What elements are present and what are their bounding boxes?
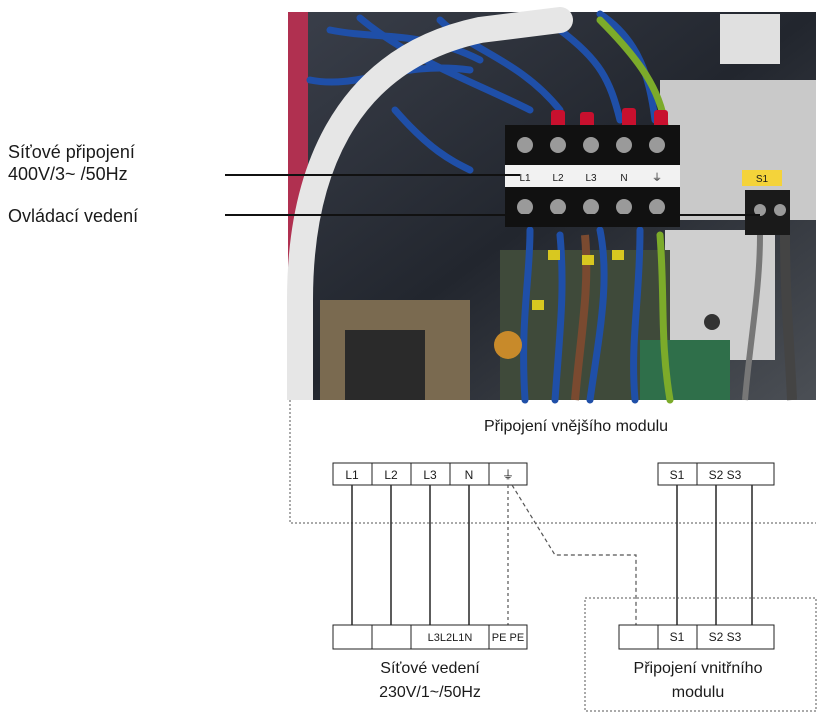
- indoor-caption-line1: Připojení vnitřního: [634, 660, 763, 677]
- photo-terminal-label: N: [620, 173, 627, 184]
- signal-wires: [676, 485, 753, 625]
- terminal-l2: L2: [384, 468, 398, 482]
- control-line-label: Ovládací vedení: [8, 206, 139, 226]
- indoor-caption-line2: modulu: [672, 684, 724, 701]
- terminal-l3: L3: [423, 468, 437, 482]
- indoor-terminals: S1 S2 S3: [618, 624, 775, 650]
- ground-icon: ⏚: [502, 468, 514, 482]
- mains-terminal-pe: PE PE: [492, 632, 524, 644]
- mains-connection-label-line1: Síťové připojení: [8, 142, 135, 162]
- photo-terminal-label: L1: [519, 173, 531, 184]
- outdoor-module-frame: [289, 400, 816, 524]
- terminal-n: N: [465, 468, 474, 482]
- photo-terminal-label: L3: [585, 173, 597, 184]
- terminal-s1: S1: [670, 468, 685, 482]
- mains-connection-label: Síťové připojení 400V/3~ /50Hz: [8, 141, 135, 185]
- outdoor-power-terminals: L1 L2 L3 N ⏚: [332, 462, 528, 486]
- terminal-l1: L1: [345, 468, 359, 482]
- photo-terminal-label: L2: [552, 173, 564, 184]
- outdoor-module-title: Připojení vnějšího modulu: [484, 418, 668, 435]
- terminal-s2-s3: S2 S3: [709, 468, 742, 482]
- photo-terminal-label: ⏚: [652, 172, 662, 184]
- power-wires: [351, 485, 470, 625]
- mains-terminals: L3L2L1N PE PE: [332, 624, 528, 650]
- indoor-terminal-s2-s3: S2 S3: [709, 630, 742, 644]
- indoor-terminal-s1: S1: [670, 630, 685, 644]
- mains-caption-line1: Síťové vedení: [380, 660, 480, 677]
- mains-caption-line2: 230V/1~/50Hz: [379, 684, 481, 701]
- terminal-photo: L1 L2 L3 N ⏚ S1: [287, 7, 816, 404]
- mains-connection-label-line2: 400V/3~ /50Hz: [8, 164, 128, 184]
- indoor-ground-wire: [511, 484, 637, 625]
- outdoor-signal-terminals: S1 S2 S3: [657, 462, 775, 486]
- mains-terminal-lines: L3L2L1N: [428, 632, 473, 644]
- photo-s1-tag: S1: [756, 174, 769, 185]
